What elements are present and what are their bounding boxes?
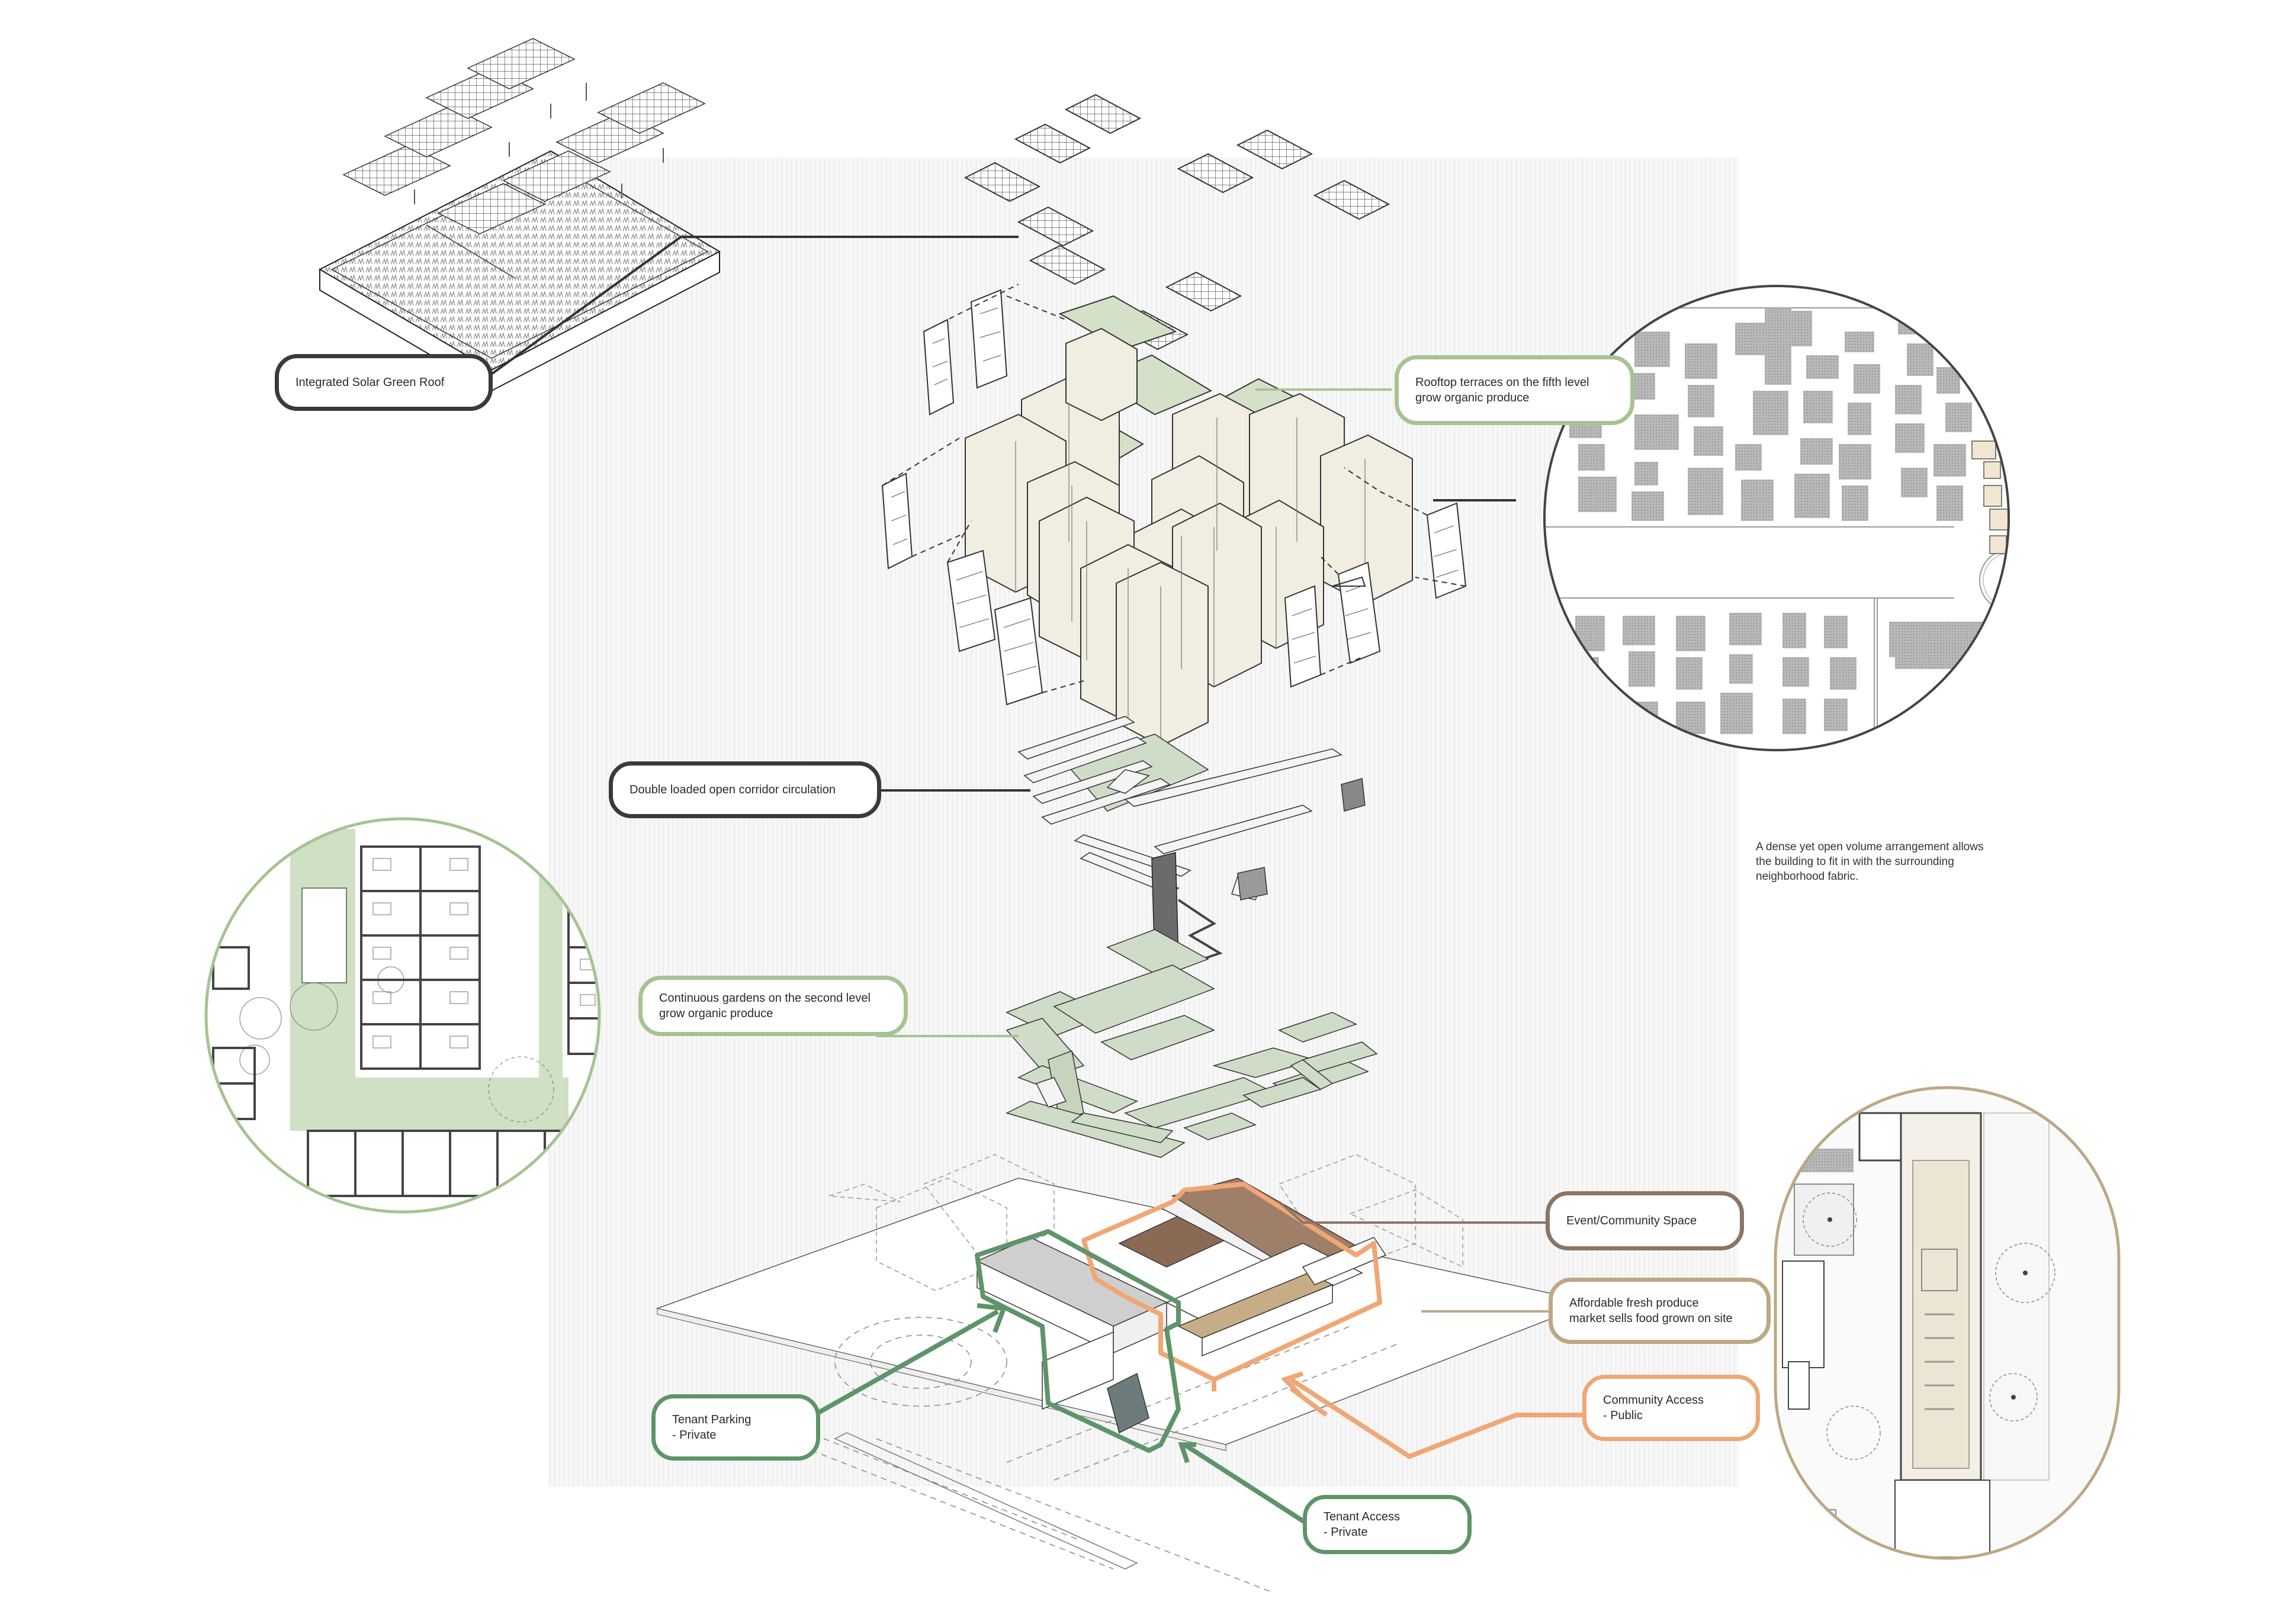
note-line3: neighborhood fabric. [1756, 870, 1859, 883]
note-line2: the building to fit in with the surround… [1756, 856, 1954, 868]
label-corridor-text: Double loaded open corridor circulation [629, 783, 836, 796]
label-gardens-line1: Continuous gardens on the second level [659, 992, 871, 1005]
label-rooftop-line1: Rooftop terraces on the fifth level [1415, 376, 1589, 389]
tenant-parking-arrow [813, 1303, 1007, 1417]
label-tenant-parking-line2: - Private [672, 1429, 717, 1442]
solar-green-roof-drawing [318, 38, 721, 392]
label-gardens-line2: grow organic produce [659, 1007, 773, 1020]
tenant-access-arrow [1178, 1442, 1308, 1525]
market-plan-pill [1774, 1086, 2121, 1560]
label-community-access-line1: Community Access [1603, 1394, 1704, 1407]
label-community-access: Community Access - Public [1582, 1375, 1760, 1441]
label-community-access-line2: - Public [1603, 1409, 1643, 1422]
label-rooftop-terraces: Rooftop terraces on the fifth level grow… [1395, 355, 1634, 425]
floor-plan-circle [204, 817, 601, 1214]
solar-panels [963, 94, 1390, 350]
label-rooftop-line2: grow organic produce [1415, 391, 1530, 404]
leader-lines [476, 236, 1554, 1313]
label-market-line2: market sells food grown on site [1569, 1312, 1733, 1325]
label-tenant-access-line1: Tenant Access [1324, 1510, 1400, 1523]
upper-volumes [965, 295, 1413, 747]
label-market-line1: Affordable fresh produce [1569, 1297, 1699, 1310]
label-fresh-produce-market: Affordable fresh produce market sells fo… [1549, 1278, 1771, 1344]
neighborhood-note: A dense yet open volume arrangement allo… [1756, 840, 1983, 884]
ground-level [656, 1154, 1595, 1593]
label-tenant-access: Tenant Access - Private [1303, 1495, 1472, 1554]
label-event-text: Event/Community Space [1566, 1214, 1697, 1227]
note-line1: A dense yet open volume arrangement allo… [1756, 841, 1984, 853]
second-level-gardens [1005, 929, 1378, 1158]
label-tenant-access-line2: - Private [1324, 1526, 1368, 1539]
corridor-circulation [1017, 716, 1366, 966]
label-second-level-gardens: Continuous gardens on the second level g… [638, 976, 908, 1036]
dashed-guides [882, 284, 1466, 693]
label-tenant-parking-line1: Tenant Parking [672, 1413, 751, 1426]
label-solar-green-roof: Integrated Solar Green Roof [275, 354, 493, 411]
community-access-arrow [1280, 1371, 1584, 1459]
label-tenant-parking: Tenant Parking - Private [651, 1394, 820, 1461]
label-event-community-space: Event/Community Space [1546, 1191, 1744, 1250]
label-solar-green-roof-text: Integrated Solar Green Roof [296, 376, 445, 389]
label-corridor-circulation: Double loaded open corridor circulation [609, 761, 881, 818]
